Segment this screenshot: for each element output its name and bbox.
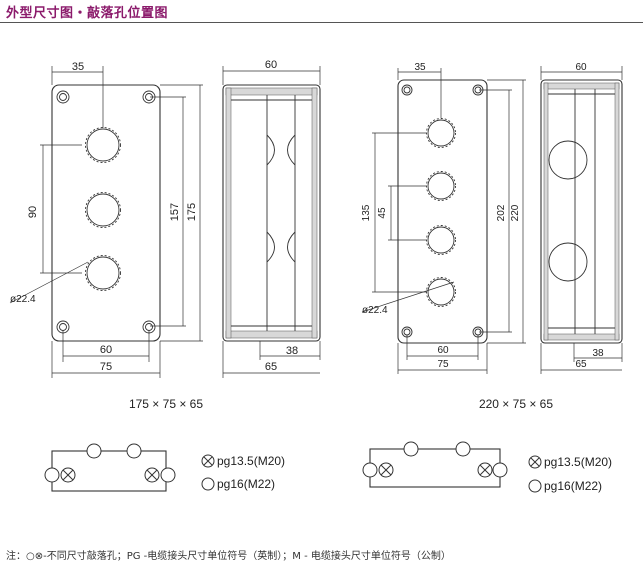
page-title: 外型尺寸图・敲落孔位置图 (6, 6, 169, 21)
large-box-side-view: 60 38 65 (540, 62, 623, 374)
small-box-front-view: 35 90 ø22.4 60 75 157 175 (9, 61, 203, 378)
cross-circle-icon (60, 467, 76, 483)
small-spacing-label: 90 (27, 206, 39, 218)
small-height-inner-label: 157 (169, 203, 181, 221)
large-side-inner-label: 38 (592, 348, 604, 359)
small-box-legend: pg13.5(M20) pg16(M22) (201, 454, 285, 491)
title-divider (0, 22, 643, 23)
cross-circle-icon (378, 462, 394, 478)
footnote: 注：○⊗-不同尺寸敲落孔；PG -电缆接头尺寸单位符号（英制）；M - 电缆接头… (6, 551, 451, 562)
large-spacing-inner-label: 45 (377, 207, 388, 219)
large-side-outer-label: 65 (575, 359, 587, 370)
small-diameter-label: ø22.4 (10, 294, 36, 305)
large-diameter-label: ø22.4 (362, 305, 388, 316)
knockout-hole-icon (426, 118, 456, 307)
cross-circle-icon (144, 467, 160, 483)
small-height-outer-label: 175 (186, 203, 198, 221)
small-bottom-outer-label: 75 (100, 361, 112, 373)
cross-circle-icon (477, 462, 493, 478)
corner-screw-icon (56, 90, 156, 334)
legend-cross-label: pg13.5(M20) (217, 454, 285, 468)
circle-icon (201, 477, 215, 491)
circle-icon (528, 479, 542, 493)
small-side-top-label: 60 (265, 59, 277, 71)
large-bottom-inner-label: 60 (437, 345, 449, 356)
large-side-top-label: 60 (575, 62, 587, 73)
small-top-width-label: 35 (72, 61, 84, 73)
small-bottom-inner-label: 60 (100, 344, 112, 356)
legend-circle-label: pg16(M22) (544, 479, 602, 493)
large-box-legend: pg13.5(M20) pg16(M22) (528, 455, 612, 493)
small-side-inner-label: 38 (286, 345, 298, 357)
small-box-knockout-schematic (44, 443, 176, 492)
corner-screw-icon (401, 84, 484, 338)
large-height-inner-label: 202 (496, 204, 507, 221)
large-box-front-view: 35 135 45 ø22.4 60 75 202 220 (361, 62, 526, 374)
legend-cross-label: pg13.5(M20) (544, 455, 612, 469)
small-side-outer-label: 65 (265, 361, 277, 373)
knockout-hole-icon (85, 127, 121, 291)
large-top-width-label: 35 (414, 62, 426, 73)
cross-circle-icon (528, 455, 542, 469)
small-box-caption: 175 × 75 × 65 (129, 397, 203, 411)
legend-circle-label: pg16(M22) (217, 477, 275, 491)
small-box-side-view: 60 38 65 (222, 59, 321, 378)
large-bottom-outer-label: 75 (437, 359, 449, 370)
large-height-outer-label: 220 (510, 204, 521, 221)
large-box-caption: 220 × 75 × 65 (479, 397, 553, 411)
large-box-knockout-schematic (362, 441, 508, 488)
large-spacing-outer-label: 135 (361, 204, 372, 221)
cross-circle-icon (201, 454, 215, 468)
